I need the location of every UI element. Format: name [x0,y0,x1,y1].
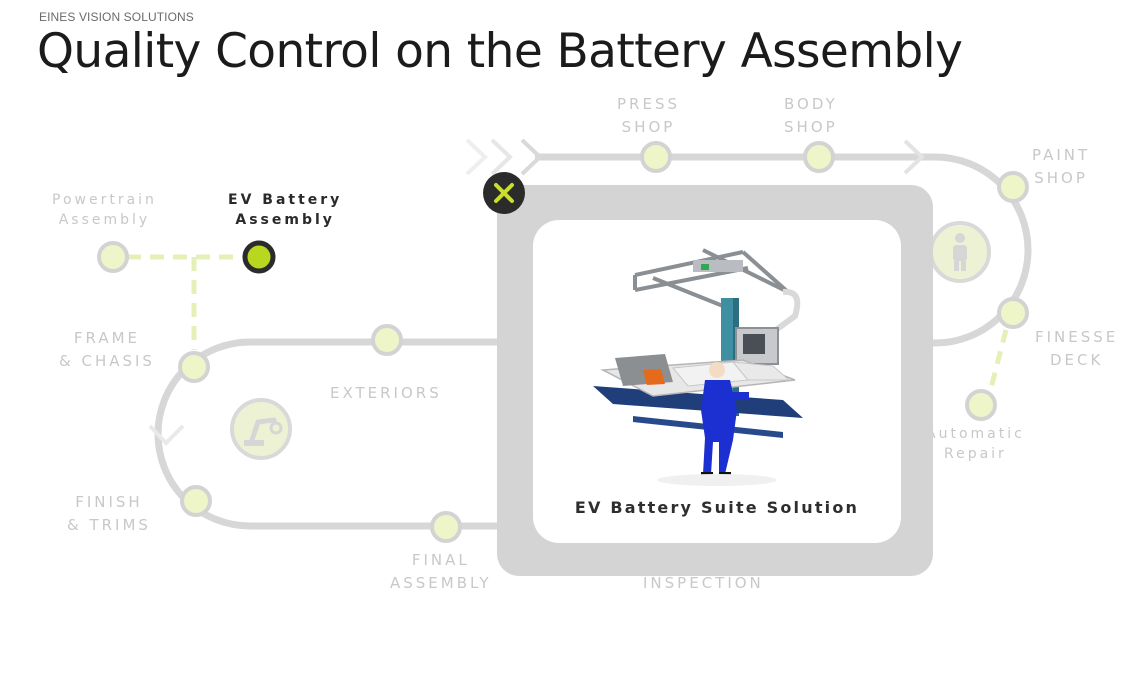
node-exteriors [371,324,403,356]
node-powertrain [97,241,129,273]
label-final-assembly: FINAL ASSEMBLY [390,551,492,592]
label-press-shop: PRESS SHOP [617,95,680,136]
node-frame-chasis [178,351,210,383]
node-press-shop [640,141,672,173]
label-ev-battery[interactable]: EV Battery Assembly [228,192,343,228]
label-paint-shop: PAINT SHOP [1032,146,1091,187]
person-icon [929,221,991,283]
label-frame-chasis: FRAME & CHASIS [59,329,155,370]
solution-title: EV Battery Suite Solution [574,498,860,517]
chevron-right-icon [490,138,513,176]
label-powertrain: Powertrain Assembly [52,192,157,228]
node-final-assembly [430,511,462,543]
label-automatic-repair: Automatic Repair [926,426,1025,462]
label-finesse-deck: FINESSE DECK [1035,328,1119,369]
solution-card[interactable]: EV Battery Suite Solution [533,220,901,543]
connector-dashed [987,329,1009,393]
brand-label: EINES VISION SOLUTIONS [39,10,194,24]
label-finish-trims: FINISH & TRIMS [67,493,151,534]
label-inspection: INSPECTION [643,574,764,592]
battery-station-illustration [593,248,803,486]
node-paint-shop [997,171,1029,203]
close-button[interactable] [483,172,525,214]
chevron-down-icon [148,424,185,446]
label-body-shop: BODY SHOP [784,95,838,136]
page-title: Quality Control on the Battery Assembly [37,24,963,79]
node-finish-trims [180,485,212,517]
node-ev-battery-active [242,240,276,274]
solution-popup: EV Battery Suite Solution [497,185,933,576]
chevron-right-icon [465,138,488,176]
robot-arm-icon [230,398,292,460]
node-body-shop [803,141,835,173]
top-loop-track [535,153,1032,347]
label-exteriors: EXTERIORS [330,384,442,402]
bottom-loop-track [154,338,520,530]
chevron-right-icon [903,139,925,175]
node-finesse-deck [997,297,1029,329]
close-x-icon [494,183,514,203]
chevron-right-icon [520,138,543,176]
node-automatic-repair [965,389,997,421]
